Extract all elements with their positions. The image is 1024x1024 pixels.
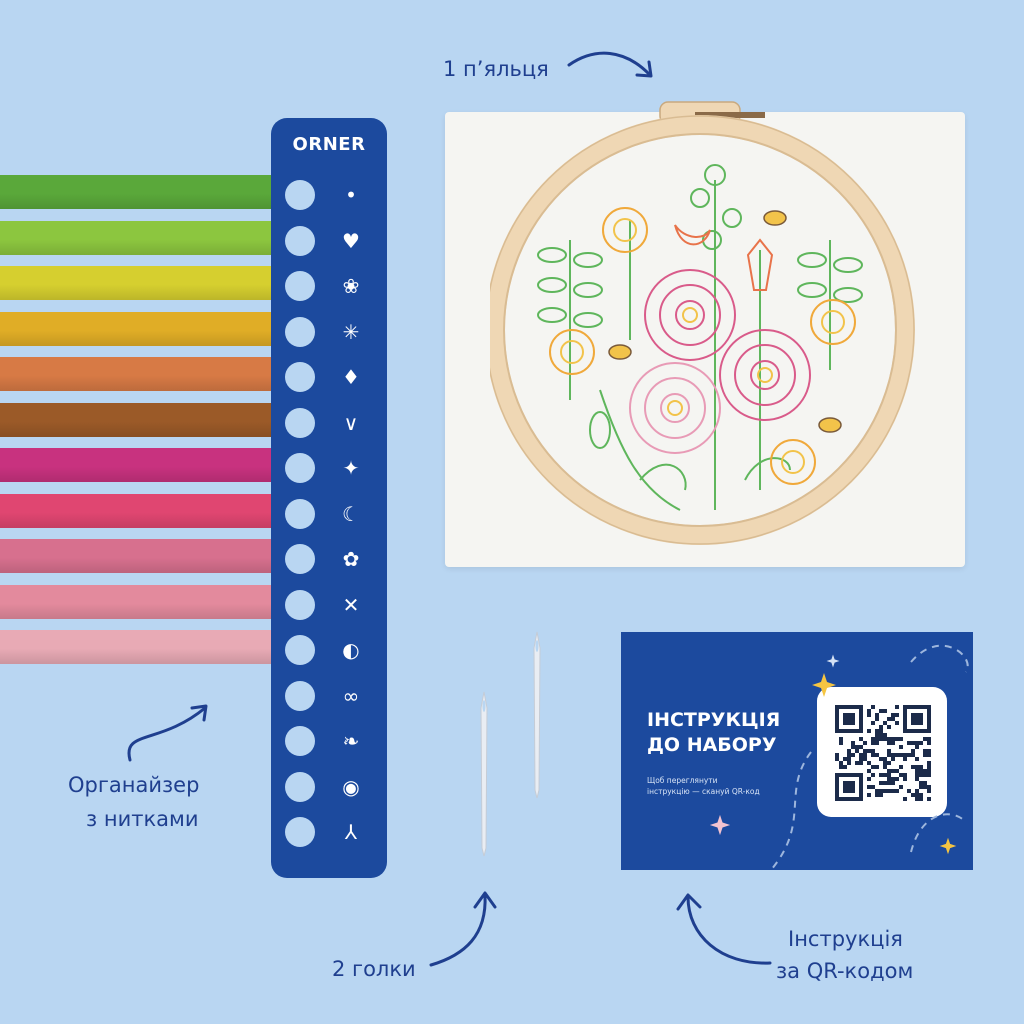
fabric-square [445,112,965,567]
thread-bundle [0,357,300,391]
embroidery-hoop [490,101,915,545]
organizer-label-line2: з нитками [86,807,199,831]
organizer-hole [285,635,315,665]
card-title-line1: ІНСТРУКЦІЯ [647,709,781,731]
organizer-hole [285,316,315,347]
dashed-path-decoration [770,644,969,870]
thread-bundle [0,311,300,346]
organizer-brand: ORNER [292,134,366,155]
needle-icon [533,631,541,799]
organizer-hole [285,771,315,802]
needles-arrow-icon [429,891,497,967]
sparkle-icon: ✦ [342,456,360,480]
infinity-icon: ∞ [342,683,360,708]
sparkle-icon [939,837,957,855]
thread-bundle [0,539,300,573]
organizer-hole [285,180,315,210]
organizer-hole [285,589,315,620]
qr-code[interactable] [817,687,947,817]
trefoil-icon: ⅄ [344,820,358,844]
hoop-arrow-icon [567,51,653,78]
diamond-icon: ♦ [342,365,360,389]
card-subtitle-line1: Щоб переглянути [647,776,718,785]
organizer-hole [285,680,315,711]
thread-bundle [0,266,300,300]
asterisk-icon: ✳ [342,319,360,344]
thread-bundle [0,584,300,619]
leaf-icon: ❧ [342,729,360,753]
organizer-hole [285,271,315,301]
card-subtitle: Щоб переглянути інструкцію — скануй QR-к… [647,775,760,798]
organizer-hole [285,726,315,756]
heart-icon: ♥ [342,228,360,253]
instruction-label-line1: Інструкція [788,927,903,951]
qr-code-icon [835,705,931,801]
card-title-line2: ДО НАБОРУ [647,733,777,756]
organizer-hole [285,362,315,392]
thread-bundle [0,493,300,528]
lotus-icon: ❀ [342,274,360,298]
moon-icon: ☾ [342,501,360,526]
needles-label: 2 голки [332,957,416,981]
half-circle-icon: ◐ [342,638,360,662]
organizer-hole [285,453,315,483]
thread-bundle [0,630,300,664]
organizer-hole [285,407,315,438]
chevron-v-icon: ∨ [343,410,359,435]
card-subtitle-line2: інструкцію — скануй QR-код [647,787,760,797]
thread-bundle [0,402,300,437]
card-title: ІНСТРУКЦІЯ ДО НАБОРУ [647,708,780,757]
thread-bundle [0,220,300,255]
organizer-hole [285,225,315,256]
eye-icon: ◉ [342,774,360,799]
flower-icon: ✿ [342,547,360,571]
hoop-label: 1 п’яльця [443,57,549,81]
sparkle-icon [709,814,731,836]
needle-icon [480,691,488,857]
cross-icon: ✕ [342,592,360,617]
organizer-hole [285,544,315,574]
thread-bundle [0,448,300,482]
organizer-hole [285,817,315,847]
sparkle-icon [812,673,836,697]
instruction-arrow-icon [676,893,772,965]
thread-bundle [0,175,300,209]
sparkle-icon [826,654,840,668]
instruction-card: ІНСТРУКЦІЯ ДО НАБОРУ Щоб переглянути інс… [621,632,973,870]
instruction-label-line2: за QR-кодом [776,959,914,983]
dot-icon: • [345,183,357,207]
thread-organizer: ORNER • ♥ ❀ ✳ ♦ ∨ ✦ ☾ ✿ ✕ ◐ ∞ ❧ ◉ ⅄ [271,118,387,878]
organizer-hole [285,498,315,529]
organizer-arrow-icon [127,704,208,762]
organizer-label-line1: Органайзер [68,773,200,797]
